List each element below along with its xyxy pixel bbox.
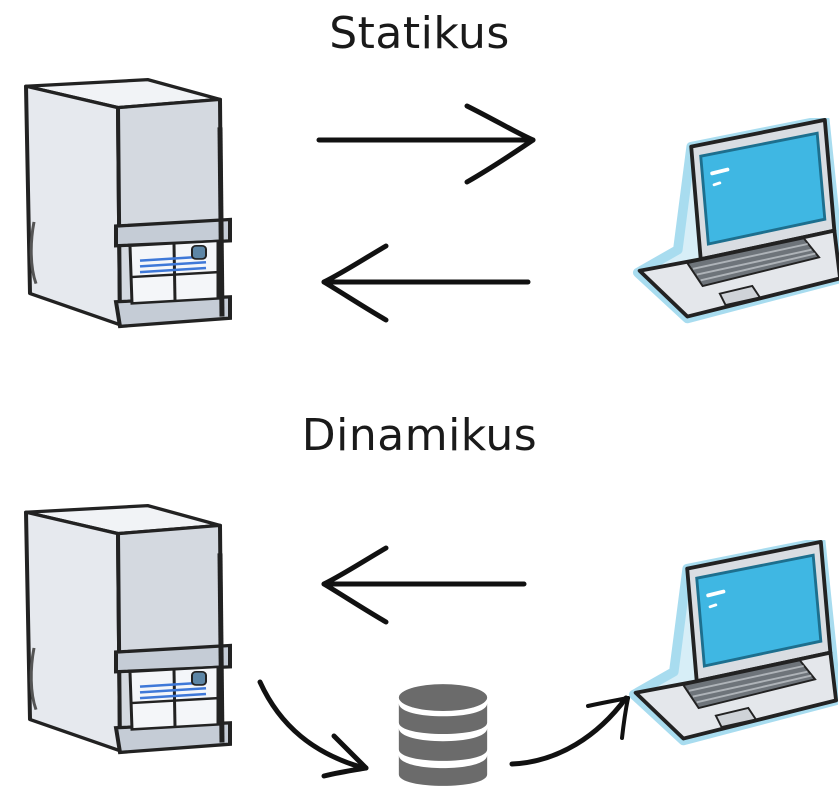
arrow-database-to-laptop — [508, 690, 648, 780]
section-title-dynamic: Dinamikus — [301, 410, 538, 461]
server-tower-icon — [8, 78, 238, 333]
server-tower-icon — [8, 504, 238, 759]
database-icon — [395, 682, 491, 788]
laptop-icon — [628, 540, 838, 750]
arrow-left — [312, 238, 542, 328]
arrow-server-to-database — [252, 672, 392, 782]
arrow-left — [312, 540, 542, 630]
laptop-icon — [632, 118, 839, 328]
arrow-right — [315, 100, 545, 190]
section-title-static: Statikus — [329, 8, 510, 59]
